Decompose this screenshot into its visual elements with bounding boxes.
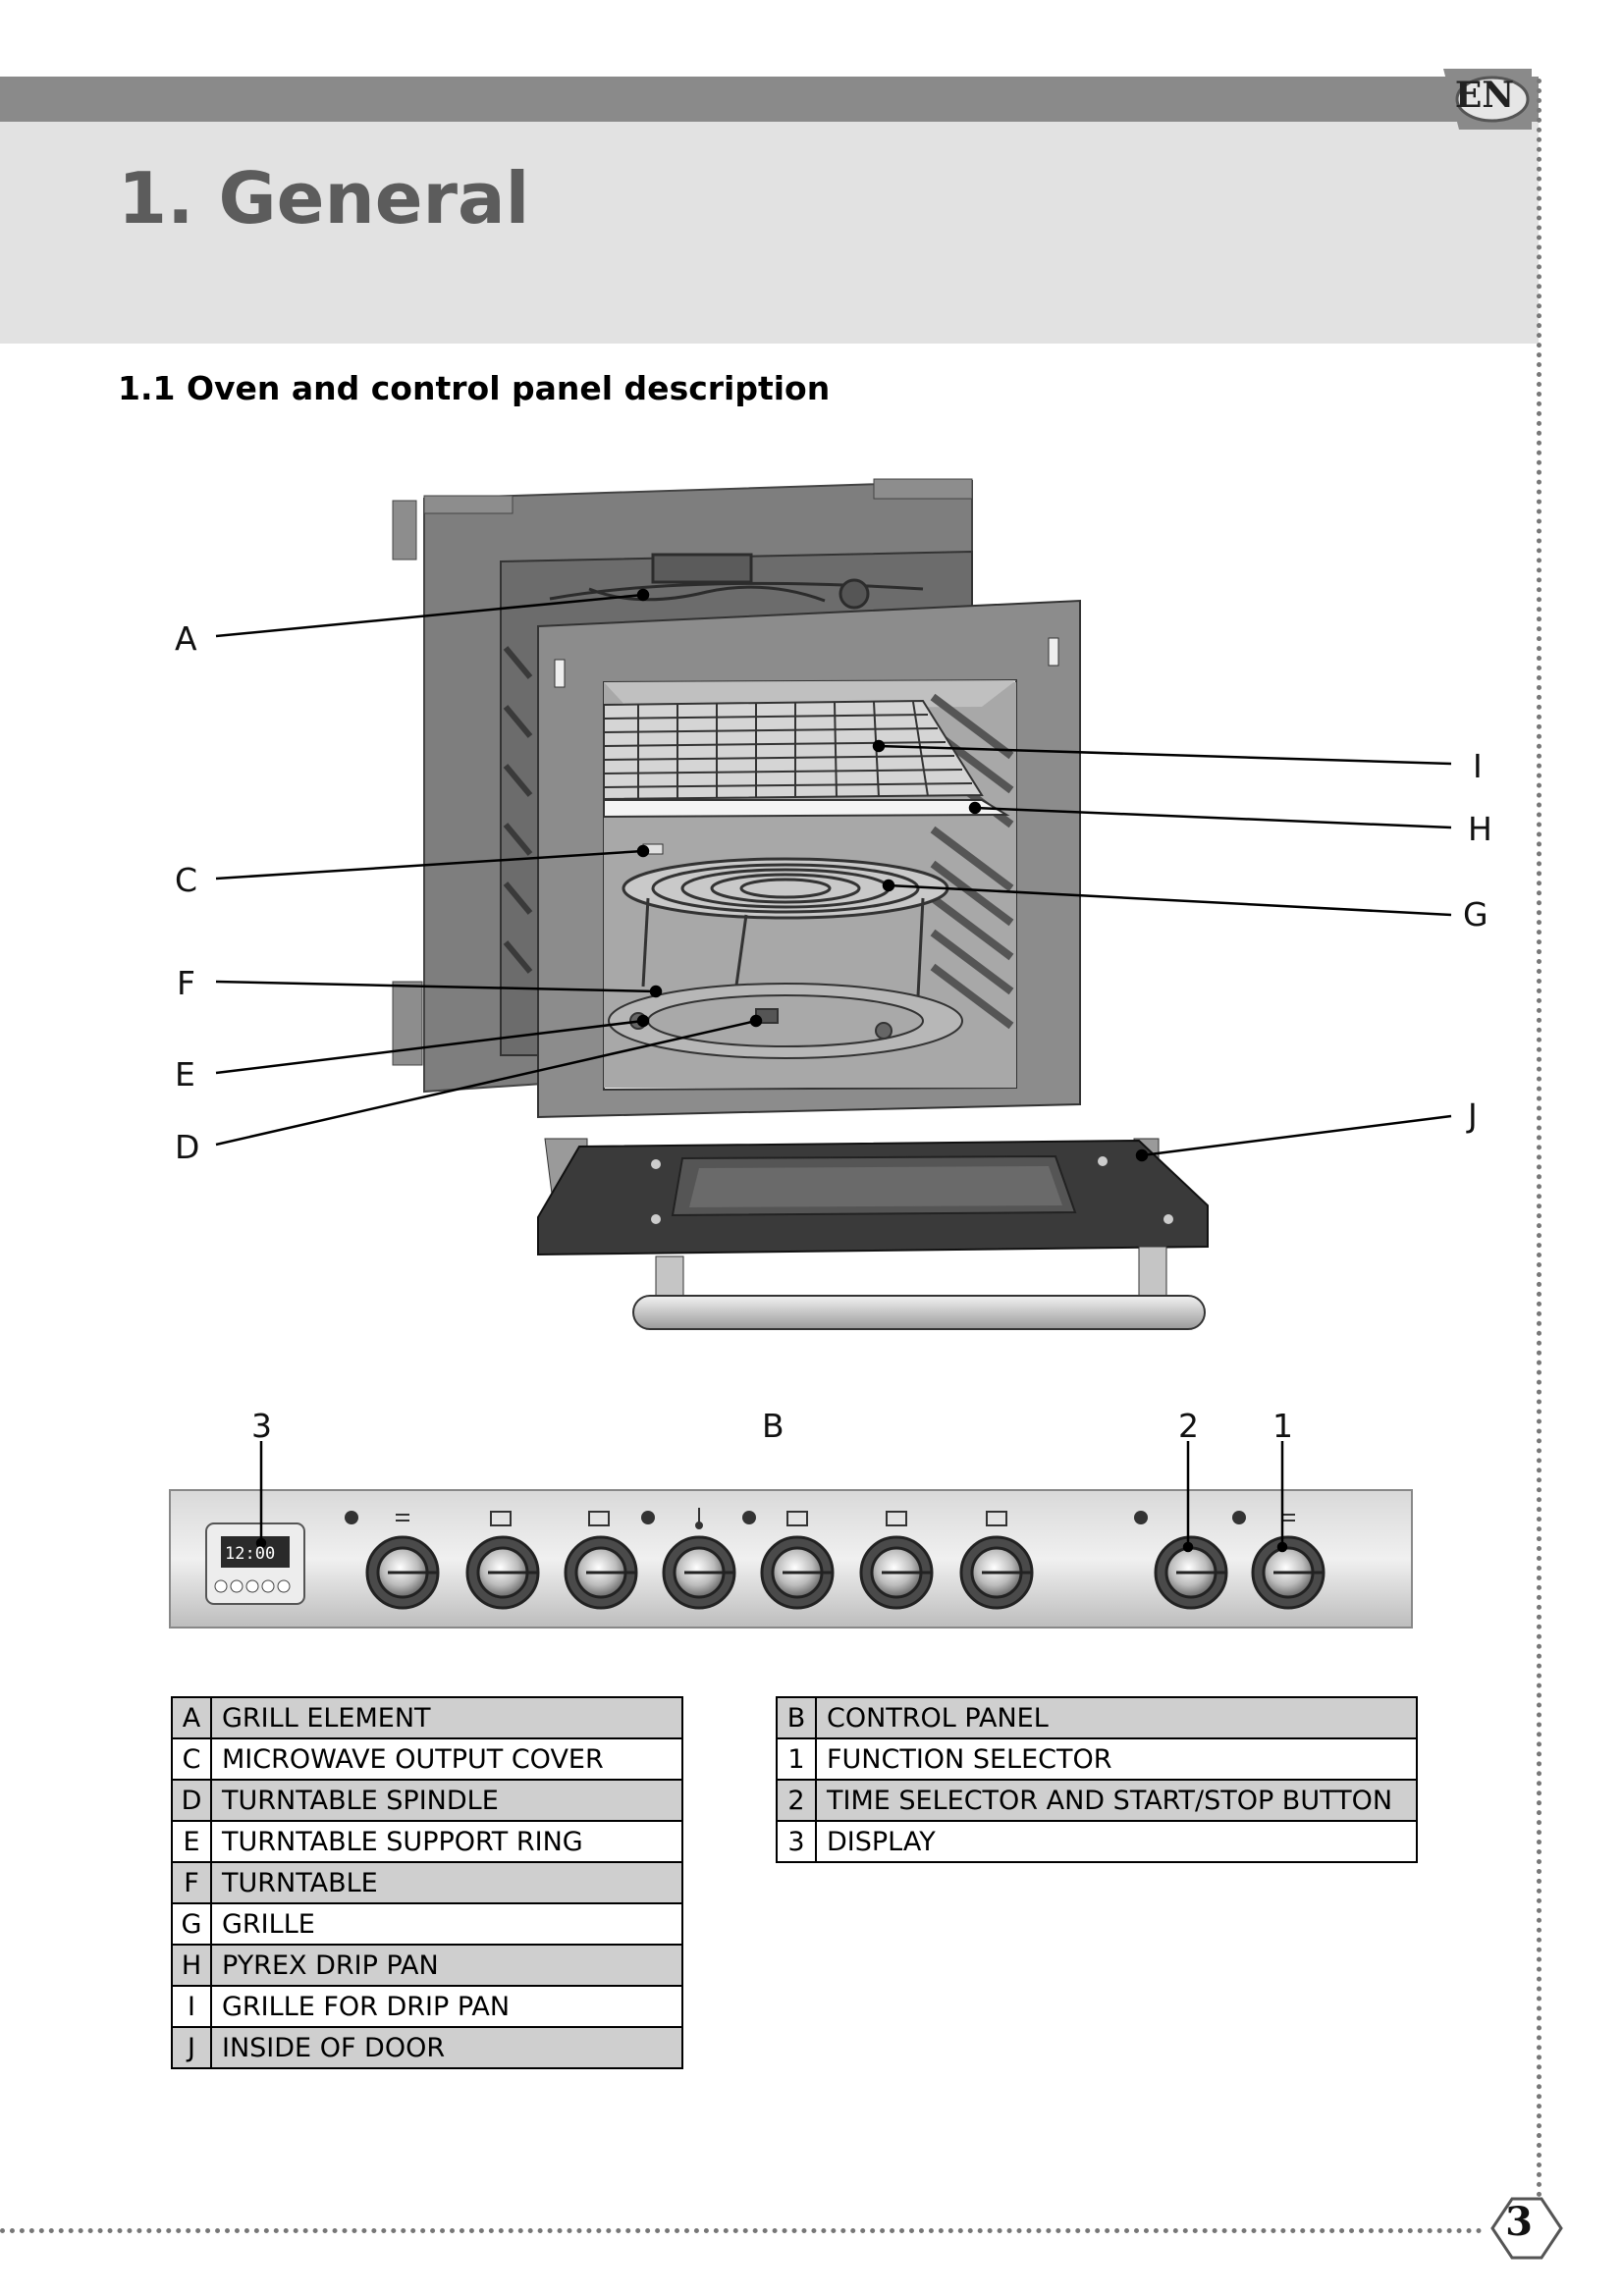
callout-2: 2 xyxy=(1178,1407,1199,1445)
language-code: EN xyxy=(1454,75,1515,116)
control-panel xyxy=(169,1441,1413,1629)
page-title: 1. General xyxy=(118,157,530,240)
page-number: 3 xyxy=(1505,2199,1533,2245)
drip-pan-grille xyxy=(603,699,984,801)
header-band xyxy=(0,122,1539,344)
callout-b: B xyxy=(762,1407,784,1445)
callout-c: C xyxy=(175,861,198,899)
knobs xyxy=(365,1535,1325,1610)
callout-d: D xyxy=(175,1128,200,1166)
callout-leaders xyxy=(215,588,1452,1162)
turntable xyxy=(608,983,963,1059)
left-rails xyxy=(503,646,533,974)
callout-i: I xyxy=(1473,747,1483,785)
language-badge xyxy=(1443,69,1532,130)
grill-element-area xyxy=(549,553,924,610)
display-module xyxy=(205,1522,305,1605)
callout-f: F xyxy=(177,964,195,1002)
callout-3: 3 xyxy=(251,1407,272,1445)
pyrex-drip-pan xyxy=(603,799,1010,819)
callout-j: J xyxy=(1468,1096,1478,1135)
callout-e: E xyxy=(175,1055,195,1094)
page-number-badge xyxy=(1490,2197,1563,2260)
callout-1: 1 xyxy=(1272,1407,1293,1445)
callout-a: A xyxy=(175,619,197,658)
callout-h: H xyxy=(1468,810,1492,848)
callout-g: G xyxy=(1463,895,1488,934)
section-title: 1.1 Oven and control panel description xyxy=(118,369,831,407)
door-handle xyxy=(632,1295,1206,1330)
bottom-dotted-border xyxy=(0,2228,1483,2233)
right-dotted-border xyxy=(1537,79,1542,2209)
header-bar xyxy=(0,77,1539,122)
oven-door xyxy=(537,1138,1209,1330)
display-readout: 12:00 xyxy=(225,1544,275,1564)
